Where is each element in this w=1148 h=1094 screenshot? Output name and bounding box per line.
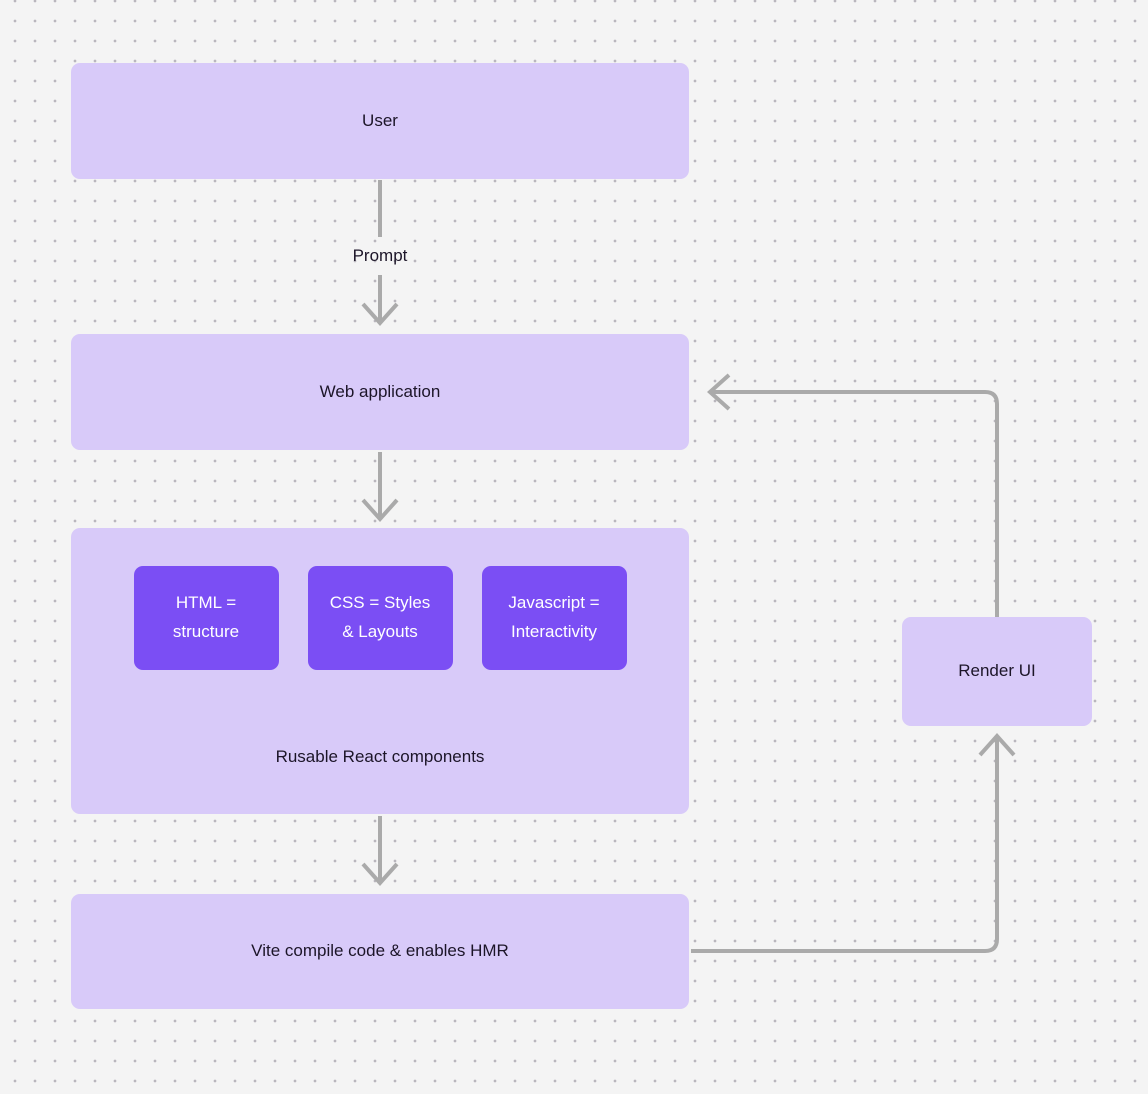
node-vite-label: Vite compile code & enables HMR — [251, 941, 509, 961]
chip-javascript-label: Javascript = Interactivity — [508, 593, 600, 641]
edge-label-prompt: Prompt — [352, 246, 408, 265]
edge-container-to-vite-arrowhead — [361, 862, 399, 886]
edge-web-to-container-arrowhead — [361, 498, 399, 522]
chip-row: HTML = structure CSS = Styles & Layouts … — [71, 566, 689, 670]
node-user-label: User — [362, 110, 398, 130]
node-render-ui-label: Render UI — [958, 661, 1036, 681]
chip-html-label: HTML = structure — [172, 593, 240, 641]
node-react-components-caption: Rusable React components — [275, 747, 485, 766]
edge-user-to-web-arrowhead — [361, 302, 399, 326]
chip-html[interactable]: HTML = structure — [133, 566, 279, 670]
edge-render-to-web-line — [711, 390, 999, 617]
edge-vite-to-render-line — [691, 737, 999, 953]
node-user[interactable]: User — [71, 63, 689, 179]
node-render-ui[interactable]: Render UI — [902, 617, 1092, 726]
chip-css[interactable]: CSS = Styles & Layouts — [307, 566, 453, 670]
edge-vite-to-render-arrowhead — [978, 733, 1016, 757]
chip-css-label: CSS = Styles & Layouts — [329, 593, 431, 641]
node-web-application[interactable]: Web application — [71, 334, 689, 450]
node-react-components-group[interactable]: HTML = structure CSS = Styles & Layouts … — [71, 528, 689, 814]
node-web-application-label: Web application — [319, 381, 441, 401]
chip-javascript[interactable]: Javascript = Interactivity — [481, 566, 627, 670]
node-vite[interactable]: Vite compile code & enables HMR — [71, 894, 689, 1009]
edge-render-to-web-arrowhead — [707, 373, 731, 411]
